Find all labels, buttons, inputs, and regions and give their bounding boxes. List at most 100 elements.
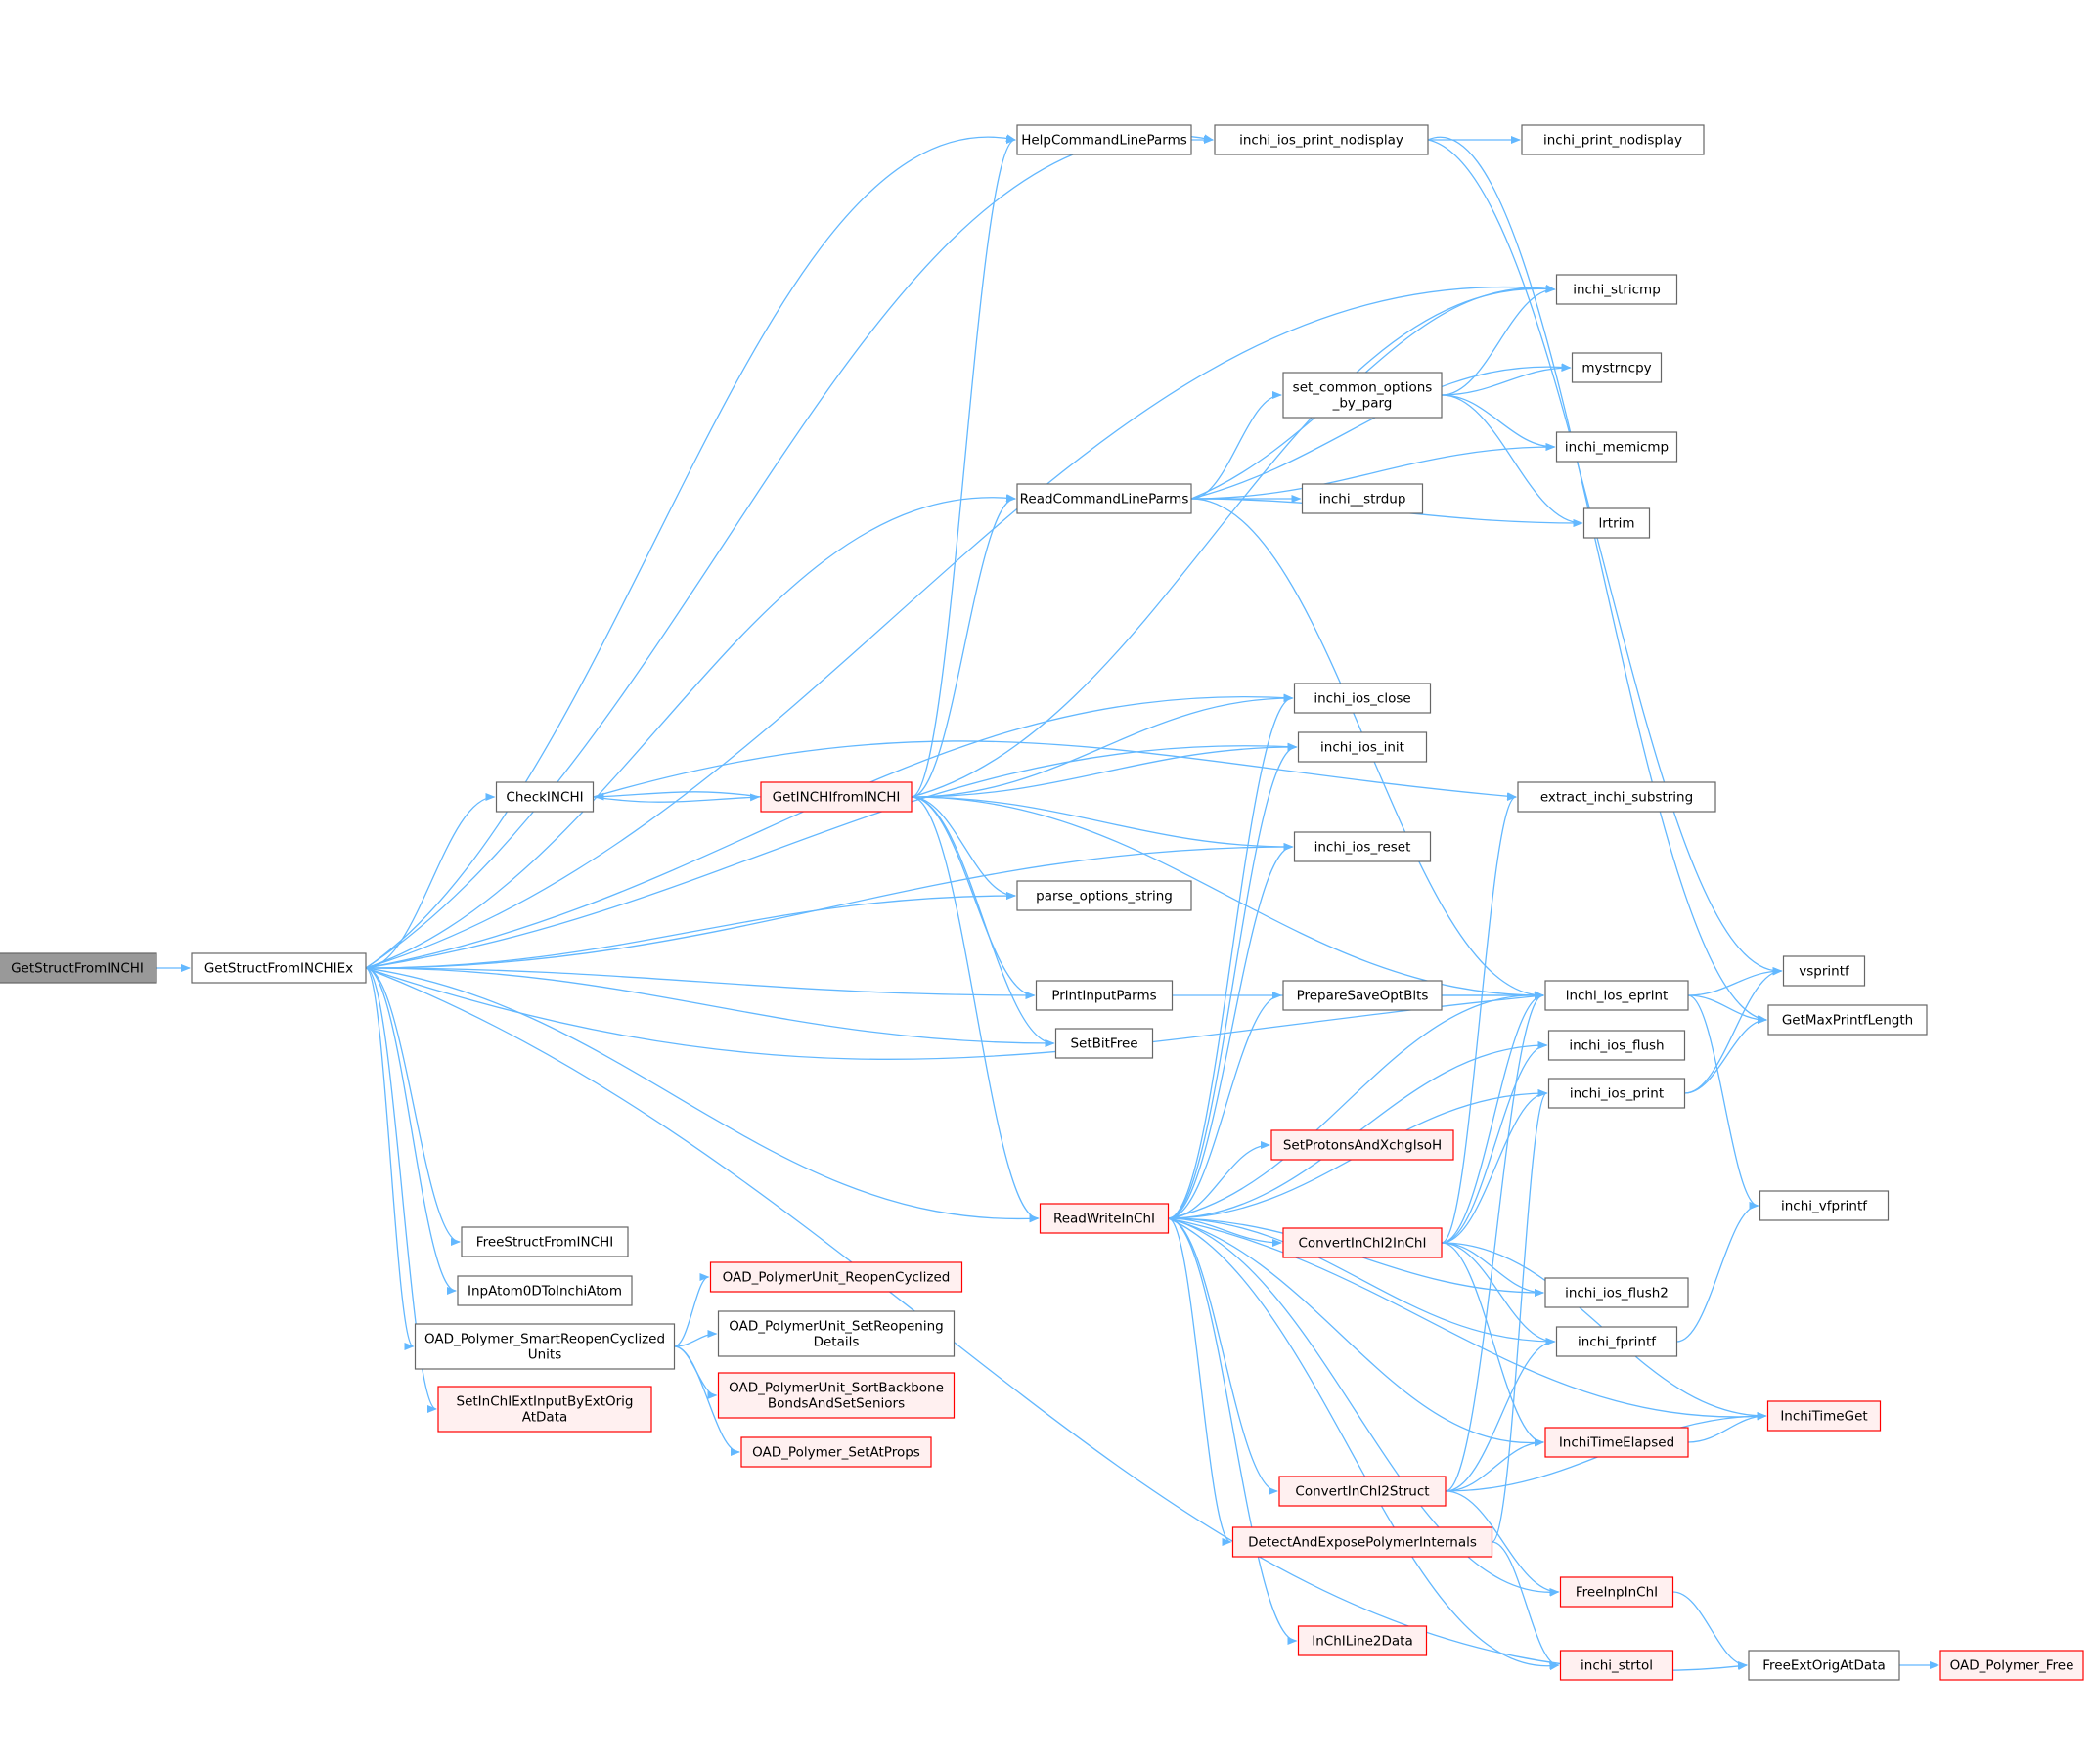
node-InchiTimeGet[interactable]: InchiTimeGet [1766, 1400, 1882, 1432]
node-box [1555, 431, 1678, 463]
edge-ConvertInChI2InChI-to-InchiTimeElapsed [1441, 1242, 1544, 1446]
node-label: ConvertInChI2InChI [1299, 1235, 1427, 1251]
node-label: inchi_strtol [1581, 1657, 1653, 1673]
node-lrtrim[interactable]: lrtrim [1582, 507, 1651, 539]
edge-GetStructFromINCHIEx-to-parse_options_string [365, 892, 1016, 969]
node-box [1297, 1625, 1428, 1656]
edge-inchi_ios_print_nodisplay-to-vsprintf [1427, 139, 1783, 976]
node-OAD_PolymerUnit_SortBackboneBondsAndSetSeniors[interactable]: OAD_PolymerUnit_SortBackboneBondsAndSetS… [717, 1372, 956, 1419]
node-inchi_ios_print_nodisplay[interactable]: inchi_ios_print_nodisplay [1214, 124, 1429, 155]
node-box [1231, 1526, 1493, 1558]
node-inchi_ios_eprint[interactable]: inchi_ios_eprint [1544, 980, 1689, 1011]
node-label: FreeExtOrigAtData [1762, 1657, 1885, 1673]
node-SetProtonsAndXchgIsoH[interactable]: SetProtonsAndXchgIsoH [1270, 1129, 1454, 1161]
node-FreeExtOrigAtData[interactable]: FreeExtOrigAtData [1748, 1650, 1900, 1681]
node-label: inchi_ios_print_nodisplay [1239, 132, 1403, 148]
node-box [1939, 1650, 2084, 1681]
node-OAD_Polymer_Free[interactable]: OAD_Polymer_Free [1939, 1650, 2084, 1681]
edge-GetStructFromINCHIEx-to-inchi_ios_reset [365, 843, 1294, 969]
edge-CheckINCHI-to-GetINCHIfromINCHI [593, 793, 760, 803]
node-box [1544, 1277, 1689, 1308]
node-inchi__strdup[interactable]: inchi__strdup [1301, 483, 1424, 514]
node-label: InchiTimeElapsed [1559, 1434, 1674, 1450]
node-OAD_Polymer_SetAtProps[interactable]: OAD_Polymer_SetAtProps [740, 1436, 932, 1468]
node-box [495, 781, 595, 813]
edge-GetINCHIfromINCHI-to-inchi_ios_close [911, 694, 1294, 798]
node-PrepareSaveOptBits[interactable]: PrepareSaveOptBits [1282, 980, 1443, 1011]
node-inchi_stricmp[interactable]: inchi_stricmp [1555, 274, 1678, 305]
node-PrintInputParms[interactable]: PrintInputParms [1035, 980, 1174, 1011]
edge-GetINCHIfromINCHI-to-parse_options_string [911, 796, 1016, 900]
edge-GetStructFromINCHIEx-to-PrintInputParms [365, 967, 1036, 999]
node-label: InpAtom0DToInchiAtom [468, 1283, 622, 1299]
node-FreeInpInChI[interactable]: FreeInpInChI [1559, 1576, 1674, 1608]
node-inchi_print_nodisplay[interactable]: inchi_print_nodisplay [1521, 124, 1705, 155]
node-inchi_strtol[interactable]: inchi_strtol [1559, 1650, 1674, 1681]
node-InchiTimeElapsed[interactable]: InchiTimeElapsed [1544, 1427, 1689, 1458]
node-DetectAndExposePolymerInternals[interactable]: DetectAndExposePolymerInternals [1231, 1526, 1493, 1558]
node-box [1214, 124, 1429, 155]
node-box [437, 1386, 652, 1433]
node-inchi_fprintf[interactable]: inchi_fprintf [1555, 1326, 1678, 1357]
node-label: ReadWriteInChI [1053, 1211, 1155, 1226]
node-GetMaxPrintfLength[interactable]: GetMaxPrintfLength [1767, 1004, 1928, 1036]
node-ReadWriteInChI[interactable]: ReadWriteInChI [1039, 1203, 1170, 1234]
node-FreeStructFromINCHI[interactable]: FreeStructFromINCHI [461, 1226, 629, 1257]
edge-GetStructFromINCHIEx-to-FreeExtOrigAtData [365, 967, 1748, 1671]
node-inchi_ios_close[interactable]: inchi_ios_close [1293, 683, 1432, 714]
node-GetINCHIfromINCHI[interactable]: GetINCHIfromINCHI [760, 781, 913, 813]
node-box [1759, 1190, 1890, 1221]
node-mystrncpy[interactable]: mystrncpy [1571, 352, 1663, 383]
node-ReadCommandLineParms[interactable]: ReadCommandLineParms [1016, 483, 1192, 514]
node-label: inchi_print_nodisplay [1543, 132, 1682, 148]
node-inchi_memicmp[interactable]: inchi_memicmp [1555, 431, 1678, 463]
node-ConvertInChI2InChI[interactable]: ConvertInChI2InChI [1282, 1227, 1443, 1258]
node-box [1054, 1028, 1154, 1059]
node-label: CheckINCHI [506, 789, 583, 805]
edge-CheckINCHI-to-extract_inchi_substring [593, 740, 1517, 801]
node-GetStructFromINCHI[interactable]: GetStructFromINCHI [0, 952, 157, 984]
node-label: OAD_Polymer_SetAtProps [752, 1444, 920, 1460]
node-InpAtom0DToInchiAtom[interactable]: InpAtom0DToInchiAtom [457, 1275, 633, 1306]
edge-GetStructFromINCHIEx-to-inchi_ios_print_nodisplay [365, 134, 1214, 969]
node-OAD_PolymerUnit_ReopenCyclized[interactable]: OAD_PolymerUnit_ReopenCyclized [709, 1261, 963, 1293]
node-label: OAD_Polymer_Free [1950, 1657, 2074, 1673]
node-box [191, 952, 367, 984]
node-box [1766, 1400, 1882, 1432]
edge-GetINCHIfromINCHI-to-HelpCommandLineParms [911, 136, 1016, 798]
node-box [717, 1310, 956, 1357]
node-inchi_vfprintf[interactable]: inchi_vfprintf [1759, 1190, 1890, 1221]
node-parse_options_string[interactable]: parse_options_string [1016, 880, 1192, 911]
node-HelpCommandLineParms[interactable]: HelpCommandLineParms [1016, 124, 1192, 155]
edge-ReadWriteInChI-to-inchi_ios_init [1168, 743, 1298, 1219]
node-label: _by_parg [1332, 395, 1393, 411]
node-inchi_ios_init[interactable]: inchi_ios_init [1297, 731, 1428, 763]
edge-inchi_ios_print_nodisplay-to-GetMaxPrintfLength [1427, 136, 1767, 1023]
node-label: PrepareSaveOptBits [1297, 988, 1429, 1003]
node-vsprintf[interactable]: vsprintf [1782, 955, 1866, 987]
node-inchi_ios_reset[interactable]: inchi_ios_reset [1293, 831, 1432, 862]
node-set_common_options_by_parg[interactable]: set_common_options_by_parg [1282, 372, 1443, 419]
node-inchi_ios_print[interactable]: inchi_ios_print [1547, 1078, 1686, 1109]
node-box [1544, 980, 1689, 1011]
node-InChILine2Data[interactable]: InChILine2Data [1297, 1625, 1428, 1656]
node-GetStructFromINCHIEx[interactable]: GetStructFromINCHIEx [191, 952, 367, 984]
node-inchi_ios_flush2[interactable]: inchi_ios_flush2 [1544, 1277, 1689, 1308]
edge-GetINCHIfromINCHI-to-PrintInputParms [911, 796, 1036, 999]
node-SetBitFree[interactable]: SetBitFree [1054, 1028, 1154, 1059]
node-label: InChILine2Data [1312, 1633, 1412, 1649]
edge-ReadWriteInChI-to-ConvertInChI2Struct [1168, 1217, 1278, 1495]
node-box [1278, 1476, 1447, 1507]
node-box [740, 1436, 932, 1468]
node-label: inchi_ios_print [1570, 1085, 1664, 1101]
node-inchi_ios_flush[interactable]: inchi_ios_flush [1547, 1030, 1686, 1061]
node-box [1301, 483, 1424, 514]
node-CheckINCHI[interactable]: CheckINCHI [495, 781, 595, 813]
edge-GetINCHIfromINCHI-to-inchi_stricmp [911, 285, 1556, 798]
node-label: inchi__strdup [1319, 491, 1406, 507]
node-extract_inchi_substring[interactable]: extract_inchi_substring [1517, 781, 1716, 813]
node-ConvertInChI2Struct[interactable]: ConvertInChI2Struct [1278, 1476, 1447, 1507]
